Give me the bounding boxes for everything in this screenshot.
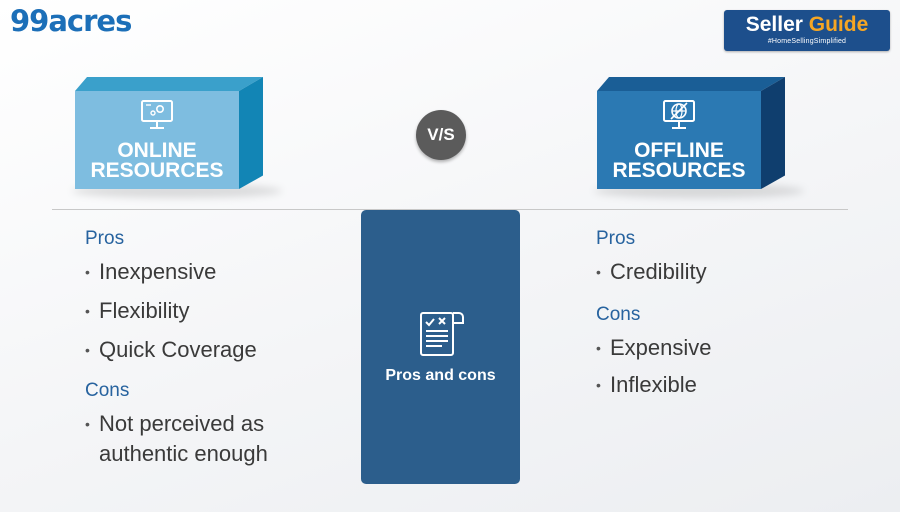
online-cons-heading: Cons (85, 380, 130, 401)
online-cons-list: Not perceived as authentic enough (85, 409, 345, 469)
offline-box-title: OFFLINE RESOURCES (612, 139, 746, 182)
offline-pros-cons: Pros Credibility Cons Expensive Inflexib… (596, 227, 856, 400)
offline-box-top (597, 77, 785, 91)
brand-logo: 99acres (10, 4, 132, 38)
badge-title-a: Seller (745, 13, 809, 36)
offline-pros-list: Credibility (596, 257, 856, 287)
online-box-title: ONLINE RESOURCES (90, 139, 224, 182)
badge-tagline: #HomeSellingSimplified (767, 38, 847, 45)
offline-cons-heading: Cons (596, 304, 641, 325)
offline-pros-heading: Pros (596, 228, 636, 249)
offline-title-line1: OFFLINE (634, 139, 724, 162)
globe-monitor-icon (663, 100, 695, 129)
offline-box-front: OFFLINE RESOURCES (597, 91, 761, 189)
seller-guide-badge: Seller Guide #HomeSellingSimplified (724, 10, 890, 51)
online-box-front: ONLINE RESOURCES (75, 91, 239, 189)
computer-settings-icon (141, 100, 173, 129)
offline-box-side (761, 77, 785, 189)
list-item: Expensive (596, 333, 856, 363)
list-item: Inflexible (596, 370, 856, 400)
versus-circle: V/S (416, 110, 466, 160)
list-item: Inexpensive (85, 257, 345, 287)
online-resources-box: ONLINE RESOURCES (75, 77, 263, 189)
pros-and-cons-panel: Pros and cons (361, 210, 520, 484)
offline-resources-box: OFFLINE RESOURCES (597, 77, 785, 189)
online-box-top (75, 77, 263, 91)
pros-and-cons-label: Pros and cons (385, 367, 496, 384)
section-divider (52, 209, 848, 210)
online-title-line1: ONLINE (117, 139, 197, 162)
list-item: Flexibility (85, 296, 345, 326)
badge-title: Seller Guide (724, 11, 890, 38)
list-item: Quick Coverage (85, 335, 345, 365)
offline-cons-list: Expensive Inflexible (596, 333, 856, 400)
badge-title-b: Guide (808, 13, 869, 36)
online-pros-cons: Pros Inexpensive Flexibility Quick Cover… (85, 227, 345, 469)
online-title-line2: RESOURCES (90, 159, 224, 182)
online-box-side (239, 77, 263, 189)
offline-title-line2: RESOURCES (612, 159, 746, 182)
list-item: Not perceived as authentic enough (85, 409, 304, 469)
checklist-document-icon (419, 312, 464, 356)
online-pros-heading: Pros (85, 228, 125, 249)
online-pros-list: Inexpensive Flexibility Quick Coverage (85, 257, 345, 365)
list-item: Credibility (596, 257, 856, 287)
